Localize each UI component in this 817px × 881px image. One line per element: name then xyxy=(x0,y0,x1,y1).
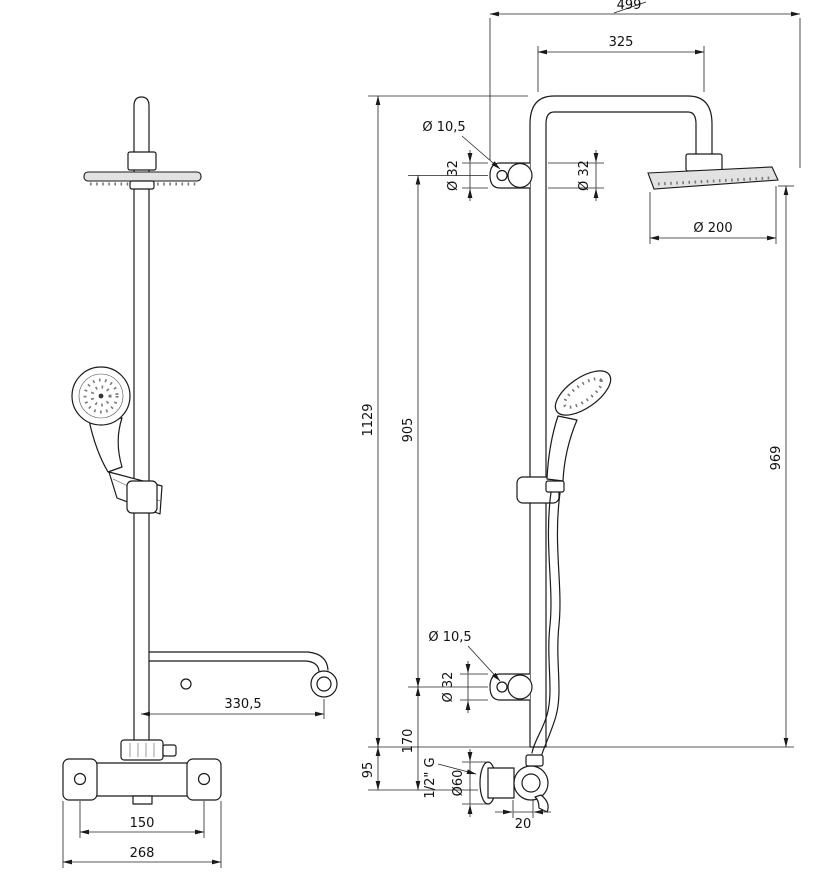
diverter-knob xyxy=(120,739,164,761)
head-union-front xyxy=(127,151,157,171)
label-905: 905 xyxy=(401,418,416,443)
label-32-top-left: Ø 32 xyxy=(446,160,461,191)
bottom-union-nut xyxy=(507,674,533,700)
hose-nut xyxy=(545,480,565,493)
head-spray-face xyxy=(657,176,771,186)
handshower-handle xyxy=(546,415,578,482)
dimensions xyxy=(62,1,801,868)
label-thread: 1/2" G xyxy=(423,757,438,798)
label-3305: 330,5 xyxy=(224,697,261,712)
top-union-nut xyxy=(507,162,533,189)
label-150: 150 xyxy=(130,816,155,831)
label-969: 969 xyxy=(769,446,784,471)
label-325: 325 xyxy=(609,35,634,50)
hose-union xyxy=(525,754,544,767)
flange-screw-left xyxy=(73,772,87,786)
mixer-valve-outer xyxy=(513,765,549,801)
label-268: 268 xyxy=(130,846,155,861)
label-32-bottom: Ø 32 xyxy=(441,672,456,703)
mixer-lever xyxy=(534,794,549,813)
mixer-body-side xyxy=(487,767,515,799)
handshower-face xyxy=(562,377,604,409)
diverter-grip-lines xyxy=(129,743,155,757)
head-disc-front xyxy=(83,171,202,182)
label-hole-bottom: Ø 10,5 xyxy=(428,630,471,645)
label-95: 95 xyxy=(361,762,376,779)
riser-pipe xyxy=(529,124,547,748)
lower-arm-bottom-edge xyxy=(148,660,320,672)
handshower-rim-front xyxy=(78,373,124,419)
label-1129: 1129 xyxy=(361,403,376,436)
strike-499 xyxy=(613,1,647,14)
label-60: Ø60 xyxy=(451,770,466,797)
leader-105-top xyxy=(461,135,501,170)
top-union-hole xyxy=(496,169,508,182)
label-20: 20 xyxy=(515,817,532,832)
label-hole-top: Ø 10,5 xyxy=(422,120,465,135)
label-32-top-right: Ø 32 xyxy=(577,160,592,191)
spray-center-dot xyxy=(98,393,104,399)
hose-right-edge xyxy=(540,492,561,758)
flange-screw-right xyxy=(197,772,211,786)
holder-clamp-front xyxy=(126,480,158,514)
hose-left-edge xyxy=(531,491,552,754)
head-disc xyxy=(647,166,779,190)
diverter-button xyxy=(162,744,177,757)
mixer-valve-inner xyxy=(521,773,541,793)
side-view xyxy=(479,95,779,813)
label-170: 170 xyxy=(401,729,416,754)
bottom-union-hole xyxy=(496,681,508,693)
mixer-outlet xyxy=(132,795,153,805)
riser-pipe-front xyxy=(133,96,150,758)
label-499: 499 xyxy=(617,0,642,13)
spray-ring-outer xyxy=(83,378,119,414)
arm-ring-outer xyxy=(310,670,338,698)
arm-ring-inner xyxy=(316,676,332,692)
dimension-labels: 499 325 Ø 10,5 Ø 32 Ø 32 Ø 200 1129 905 … xyxy=(130,0,784,861)
shower-arm-outer xyxy=(529,95,713,155)
shower-arm-inner xyxy=(545,111,697,155)
spray-ring-inner xyxy=(90,385,112,407)
arm-screw xyxy=(180,678,192,690)
lower-arm-top-edge xyxy=(148,651,329,671)
leader-105-bottom xyxy=(467,645,501,682)
leader-thread xyxy=(437,763,477,775)
handshower-handle-front xyxy=(88,417,123,473)
head-union xyxy=(685,153,723,172)
handshower-head xyxy=(554,370,612,416)
front-view xyxy=(62,96,338,805)
label-200: Ø 200 xyxy=(693,221,732,236)
head-collar-front xyxy=(129,180,155,190)
